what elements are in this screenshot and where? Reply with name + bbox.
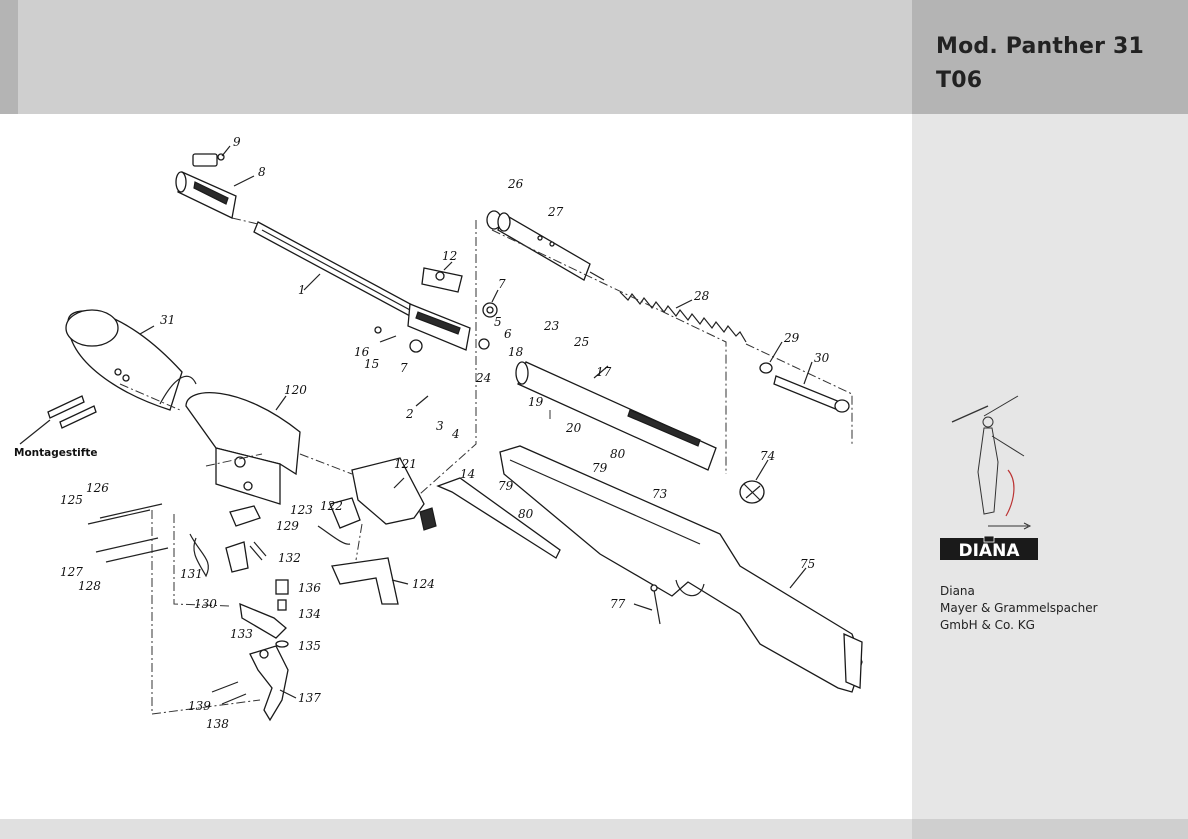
scope-mounts xyxy=(47,309,301,505)
part-label-129: 129 xyxy=(276,519,299,533)
company-line-2: Mayer & Grammelspacher xyxy=(940,601,1098,615)
part-label-1: 1 xyxy=(298,283,306,297)
part-label-8: 8 xyxy=(258,165,266,179)
part-label-26: 26 xyxy=(507,177,524,191)
part-label-9: 9 xyxy=(233,135,241,149)
part-label-3: 3 xyxy=(436,419,444,433)
part-label-74: 74 xyxy=(760,449,775,463)
part-label-128: 128 xyxy=(78,579,101,593)
part-label-139: 139 xyxy=(188,699,211,713)
compression-tube xyxy=(515,361,765,504)
title-block: Mod. Panther 31 T06 xyxy=(912,0,1188,114)
sidebar xyxy=(912,114,1188,839)
barrel-group xyxy=(175,153,498,353)
part-label-120: 120 xyxy=(284,383,307,397)
company-line-1: Diana xyxy=(940,584,975,598)
part-label-19: 19 xyxy=(528,395,544,409)
part-labels: 9 8 1 12 7 5 6 16 15 7 26 27 28 29 30 31… xyxy=(14,135,830,731)
footer-bar-right xyxy=(912,819,1188,839)
piston-group xyxy=(486,210,850,413)
part-label-136: 136 xyxy=(298,581,321,595)
part-label-77: 77 xyxy=(610,597,626,611)
part-label-24: 24 xyxy=(475,371,491,385)
mounting-pins-label: Montagestifte xyxy=(14,447,97,459)
part-label-28: 28 xyxy=(693,289,710,303)
company-line-3: GmbH & Co. KG xyxy=(940,618,1035,632)
trigger-housing xyxy=(317,457,437,605)
part-label-31: 31 xyxy=(160,313,175,327)
part-label-2: 2 xyxy=(405,407,414,421)
part-label-4: 4 xyxy=(451,427,460,441)
diana-figure-illustration xyxy=(951,395,1032,530)
model-title: Mod. Panther 31 xyxy=(936,34,1145,59)
part-label-14: 14 xyxy=(460,467,475,481)
part-label-6: 6 xyxy=(504,327,512,341)
part-label-15: 15 xyxy=(364,357,379,371)
exploded-parts-diagram: 9 8 1 12 7 5 6 16 15 7 26 27 28 29 30 31… xyxy=(14,135,863,731)
part-label-5: 5 xyxy=(494,315,502,329)
part-label-29: 29 xyxy=(783,331,800,345)
part-label-130: 130 xyxy=(194,597,217,611)
part-label-18: 18 xyxy=(508,345,524,359)
model-subtitle: T06 xyxy=(936,68,983,93)
part-label-79b: 79 xyxy=(498,479,514,493)
header-accent xyxy=(0,0,18,114)
part-label-138: 138 xyxy=(206,717,229,731)
part-label-12: 12 xyxy=(442,249,457,263)
part-label-125: 125 xyxy=(60,493,83,507)
part-label-135: 135 xyxy=(298,639,321,653)
part-label-7a: 7 xyxy=(498,277,506,291)
part-label-79a: 79 xyxy=(592,461,608,475)
part-label-16: 16 xyxy=(354,345,370,359)
part-label-27: 27 xyxy=(547,205,564,219)
cocking-lever xyxy=(436,477,561,559)
part-label-25: 25 xyxy=(573,335,589,349)
part-label-7b: 7 xyxy=(400,361,408,375)
part-label-132: 132 xyxy=(278,551,301,565)
part-label-133: 133 xyxy=(230,627,253,641)
part-label-124: 124 xyxy=(412,577,435,591)
part-label-131: 131 xyxy=(180,567,203,581)
footer-bar xyxy=(0,819,912,839)
part-label-122: 122 xyxy=(320,499,343,513)
part-label-80b: 80 xyxy=(518,507,534,521)
part-label-134: 134 xyxy=(298,607,321,621)
part-label-17: 17 xyxy=(596,365,612,379)
assembly-lines xyxy=(119,217,853,715)
part-label-80a: 80 xyxy=(610,447,626,461)
part-label-23: 23 xyxy=(543,319,560,333)
trigger-group xyxy=(87,503,289,722)
part-label-123: 123 xyxy=(290,503,313,517)
logo-text: DIANA xyxy=(959,541,1021,561)
part-label-137: 137 xyxy=(298,691,321,705)
leader-lines xyxy=(19,145,813,699)
part-label-20: 20 xyxy=(565,421,582,435)
diana-logo: DIANA xyxy=(940,535,1038,562)
part-label-121: 121 xyxy=(394,457,417,471)
part-label-75: 75 xyxy=(800,557,815,571)
part-label-73: 73 xyxy=(652,487,668,501)
part-label-127: 127 xyxy=(60,565,83,579)
part-label-126: 126 xyxy=(86,481,109,495)
rifle-stock xyxy=(499,445,863,693)
part-label-30: 30 xyxy=(814,351,830,365)
